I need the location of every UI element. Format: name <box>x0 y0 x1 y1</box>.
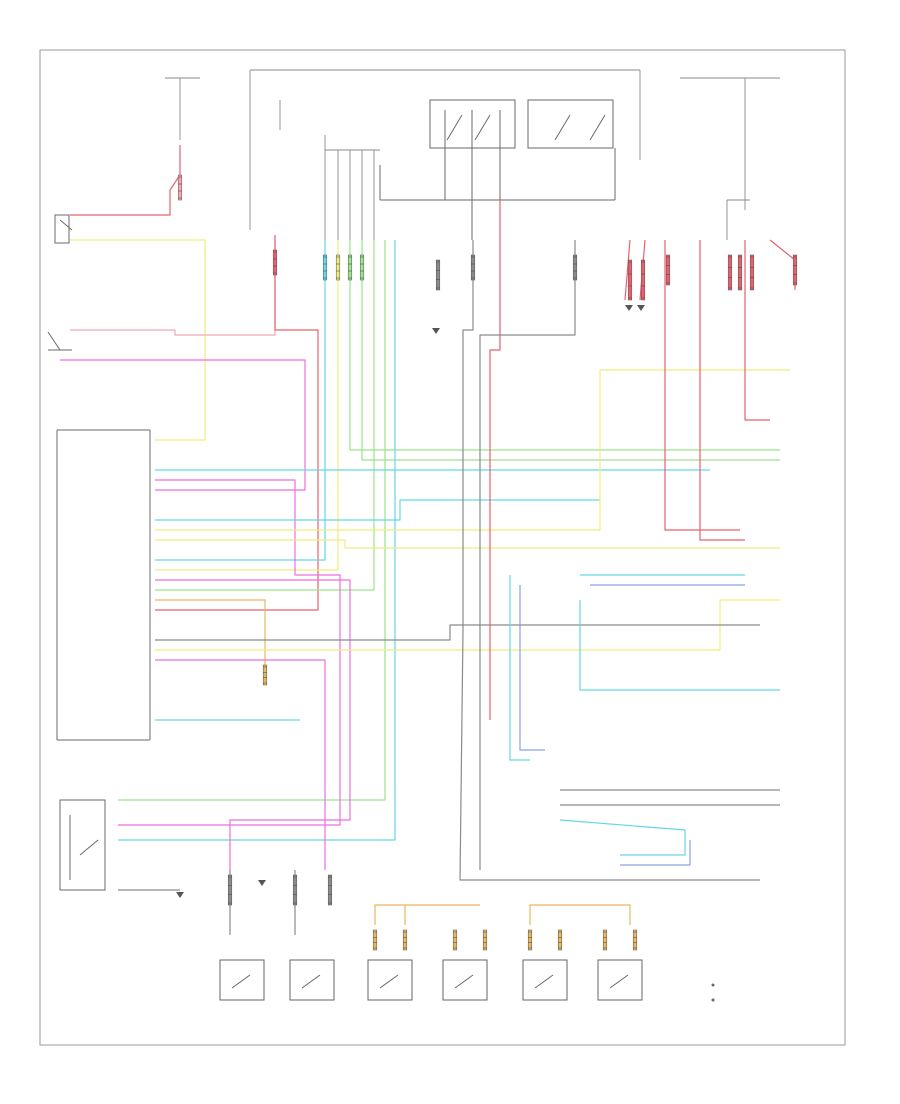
conn-module-d <box>347 254 353 281</box>
conn-module-b <box>322 254 328 281</box>
wire-gray-long <box>459 240 760 881</box>
legend-dot-2 <box>711 998 715 1002</box>
wire-green-actuator <box>118 240 386 801</box>
actuator-layer <box>219 959 643 1001</box>
conn-rear-b <box>402 929 408 951</box>
actuator-right-rear-lock <box>442 959 488 1001</box>
conn-module-e <box>359 254 365 281</box>
conn-rear-h <box>632 929 638 951</box>
actuator-right-front-door <box>289 959 335 1001</box>
wire-cyan-right-2 <box>509 575 530 761</box>
wire-green-bus-3 <box>155 240 375 591</box>
conn-rear-f <box>557 929 563 951</box>
conn-rear-d <box>482 929 488 951</box>
wire-cyan-rear-lid <box>579 600 780 691</box>
conn-rear-e <box>527 929 533 951</box>
module-bus <box>324 135 750 240</box>
ground-symbols <box>176 305 645 898</box>
wire-orange-act-2 <box>374 904 480 925</box>
conn-relay-a <box>572 254 578 281</box>
wire-yellow-bus <box>155 240 339 571</box>
relay-module <box>379 99 616 240</box>
wire-blue-right-2 <box>519 585 545 751</box>
actuator-right-rear-door <box>367 959 413 1001</box>
legend <box>711 983 715 1002</box>
connector-layer <box>177 174 798 951</box>
driver-door-actuator <box>59 799 106 891</box>
wire-green-bus <box>349 240 780 451</box>
wire-yellow-rke <box>155 539 780 549</box>
conn-module-a <box>272 249 278 276</box>
conn-rear-c <box>452 929 458 951</box>
wire-orange-act-3 <box>529 904 631 925</box>
conn-fuse <box>792 254 798 286</box>
wire-gray-rear <box>479 240 576 870</box>
wire-red-rear <box>489 200 501 720</box>
actuator-left-rear-door <box>522 959 568 1001</box>
wire-cyan-actuator <box>118 240 396 841</box>
conn-rear-g <box>602 929 608 951</box>
actuator-left-rear-lock <box>597 959 643 1001</box>
wire-pink-ajar <box>70 240 276 336</box>
conn-door-a <box>227 874 233 906</box>
wire-magenta-door <box>155 579 351 870</box>
wire-red-relay-5 <box>744 240 770 421</box>
conn-door-c <box>327 874 333 906</box>
conn-ground-a <box>435 259 441 291</box>
conn-relay-c <box>640 259 646 301</box>
wire-red-relay-4 <box>699 240 745 541</box>
top-fuse-block <box>165 69 780 230</box>
wire-magenta-door-2 <box>155 659 326 870</box>
conn-rear-a <box>372 929 378 951</box>
actuator-left-front-door <box>219 959 265 1001</box>
wire-yellow-alarm <box>155 369 790 531</box>
wire-cyan-keyfob <box>155 499 600 521</box>
conn-trunk <box>177 174 183 201</box>
conn-relay-e <box>727 254 733 291</box>
conn-relay-f <box>737 254 743 291</box>
wire-red-relay-1 <box>624 239 631 301</box>
conn-ground-b <box>470 254 476 281</box>
conn-relay-d <box>665 254 671 286</box>
wire-red-relay-3 <box>664 240 740 531</box>
legend-dot-1 <box>711 983 715 987</box>
conn-relay-b <box>627 259 633 301</box>
wire-orange-switch <box>155 599 266 670</box>
conn-door-b <box>292 874 298 906</box>
wire-cyan-bus-1 <box>155 240 326 561</box>
wire-green-bus-2 <box>361 240 780 461</box>
wire-cyan-rear-2 <box>559 819 686 856</box>
wire-gray-ground <box>155 624 760 641</box>
diagram-frame <box>39 49 846 1046</box>
wire-red-module-1 <box>155 235 319 611</box>
conn-switch <box>262 664 268 686</box>
conn-relay-g <box>749 254 755 291</box>
wire-red-trunk-feed <box>70 145 181 216</box>
wire-yellow-trunk-switch <box>70 239 206 441</box>
wire-magenta-hood <box>60 359 306 491</box>
wire-layer <box>60 145 796 935</box>
trunk-switch <box>47 214 73 351</box>
wire-blue-rear-3 <box>620 840 691 866</box>
body-control-module <box>56 429 151 741</box>
conn-module-c <box>335 254 341 281</box>
wire-red-fuse <box>769 239 796 290</box>
wire-magenta-unlock <box>118 479 341 826</box>
